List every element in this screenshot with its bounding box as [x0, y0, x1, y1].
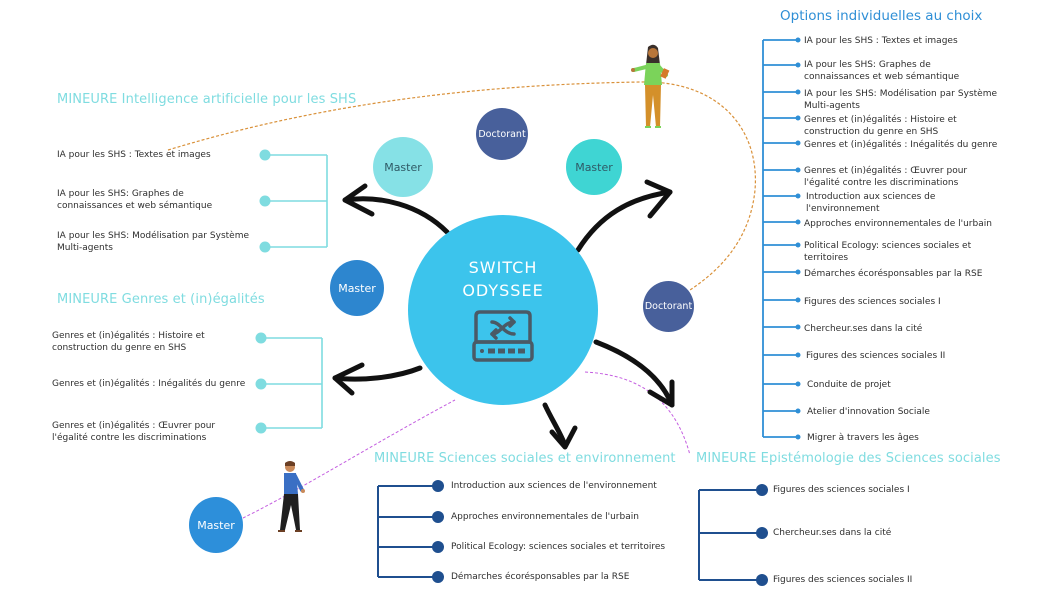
options-title: Options individuelles au choix: [780, 8, 983, 24]
ia-item: IA pour les SHS: Modélisation par Systèm…: [57, 231, 249, 253]
environnement-tree: [377, 480, 444, 583]
ia-item: IA pour les SHS: Graphes de connaissance…: [57, 189, 213, 211]
arrow-to-genres-head: [332, 362, 365, 396]
options-branch-dot: [795, 140, 801, 146]
ia-tree: [259, 149, 328, 253]
options-branch-dot: [795, 37, 801, 43]
options-branch-dot: [795, 434, 801, 440]
bubble-label: Master: [338, 281, 376, 295]
genres-tree: [255, 332, 323, 434]
environnement-item: Political Ecology: sciences sociales et …: [451, 542, 666, 552]
genres-item: Genres et (in)égalités : Histoire et con…: [52, 331, 205, 353]
option-item: Migrer à travers les âges: [807, 433, 919, 443]
epistemologie-item: Chercheur.ses dans la cité: [773, 528, 892, 538]
arrow-to-ia: [342, 196, 450, 235]
options-branch-dot: [795, 297, 801, 303]
option-item: Figures des sciences sociales II: [806, 351, 946, 361]
arrow-to-options-head: [644, 179, 673, 219]
options-branch-dot: [795, 408, 801, 414]
genres-item: Genres et (in)égalités : Inégalités du g…: [52, 379, 246, 389]
arrow-to-epistemologie-head: [647, 379, 675, 408]
option-item: Démarches écorésponsables par la RSE: [804, 269, 983, 279]
epistemologie-tree: [698, 484, 768, 586]
environnement-item: Approches environnementales de l'urbain: [451, 512, 639, 522]
bubble-label: Master: [197, 518, 235, 532]
options-branch-dot: [795, 167, 801, 173]
option-item: IA pour les SHS: Modélisation par Systèm…: [804, 89, 997, 111]
option-item: Conduite de projet: [807, 380, 891, 390]
genres-minor-title: MINEURE Genres et (in)égalités: [57, 292, 265, 307]
environnement-minor-title: MINEURE Sciences sociales et environneme…: [374, 451, 676, 466]
options-branch-dot: [795, 269, 801, 275]
arrow-to-ia-head: [342, 183, 375, 217]
epistemologie-item: Figures des sciences sociales II: [773, 575, 913, 585]
arrow-to-epistemologie: [593, 339, 675, 408]
option-item: Genres et (in)égalités : Inégalités du g…: [804, 140, 998, 150]
bubble-label: Doctorant: [478, 128, 526, 140]
option-item: Approches environnementales de l'urbain: [804, 219, 992, 229]
woman-presenter-illustration: [631, 44, 670, 128]
option-item: Introduction aux sciences de l'environne…: [806, 192, 936, 214]
doctorant-bubble-top: Doctorant: [476, 108, 528, 160]
option-item: Genres et (in)égalités : Œuvrer pour l'é…: [804, 166, 968, 188]
bubble-label: Master: [575, 160, 613, 174]
option-item: Atelier d'innovation Sociale: [807, 407, 930, 417]
bubble-label: Master: [384, 160, 422, 174]
environnement-item: Démarches écorésponsables par la RSE: [451, 572, 630, 582]
arrow-to-genres: [332, 365, 423, 382]
master-bubble-top-right: Master: [566, 139, 622, 195]
options-branch-dot: [795, 219, 801, 225]
ia-item: IA pour les SHS : Textes et images: [57, 150, 211, 160]
ia-minor-title: MINEURE Intelligence artificielle pour l…: [57, 92, 357, 107]
bubble-label: Doctorant: [644, 301, 693, 312]
options-branch-dot: [795, 352, 801, 358]
center-title-line2: ODYSSEE: [462, 281, 544, 300]
master-bubble-bottom-left: Master: [189, 497, 243, 553]
orange-dashed-connector: [167, 81, 757, 291]
options-branch-dot: [795, 193, 801, 199]
center-title: SWITCH ODYSSEE: [462, 256, 543, 302]
master-bubble-top-left: Master: [373, 137, 433, 197]
master-bubble-left: Master: [330, 260, 384, 316]
options-tree: [762, 37, 801, 440]
options-branch-dot: [795, 89, 801, 95]
doctorant-bubble-right: Doctorant: [643, 281, 694, 332]
epistemologie-item: Figures des sciences sociales I: [773, 485, 910, 495]
purple-dashed-connector-left: [242, 399, 456, 519]
option-item: Genres et (in)égalités : Histoire et con…: [804, 115, 957, 137]
switch-odyssee-center: SWITCH ODYSSEE: [408, 215, 598, 405]
options-branch-dot: [795, 115, 801, 121]
options-branch-dot: [795, 62, 801, 68]
man-walking-illustration: [278, 461, 305, 532]
network-switch-icon: [472, 310, 534, 362]
option-item: Political Ecology: sciences sociales et …: [804, 241, 972, 263]
option-item: IA pour les SHS: Graphes de connaissance…: [804, 60, 960, 82]
arrow-to-environnement-head: [549, 425, 578, 450]
genres-item: Genres et (in)égalités : Œuvrer pour l'é…: [52, 421, 216, 443]
options-branch-dot: [795, 381, 801, 387]
options-branch-dot: [795, 324, 801, 330]
environnement-item: Introduction aux sciences de l'environne…: [451, 481, 657, 491]
epistemologie-minor-title: MINEURE Epistémologie des Sciences socia…: [696, 451, 1001, 466]
option-item: IA pour les SHS : Textes et images: [804, 36, 958, 46]
option-item: Figures des sciences sociales I: [804, 297, 941, 307]
arrow-to-options: [575, 189, 673, 253]
center-title-line1: SWITCH: [468, 258, 538, 277]
options-branch-dot: [795, 242, 801, 248]
option-item: Chercheur.ses dans la cité: [804, 324, 923, 334]
